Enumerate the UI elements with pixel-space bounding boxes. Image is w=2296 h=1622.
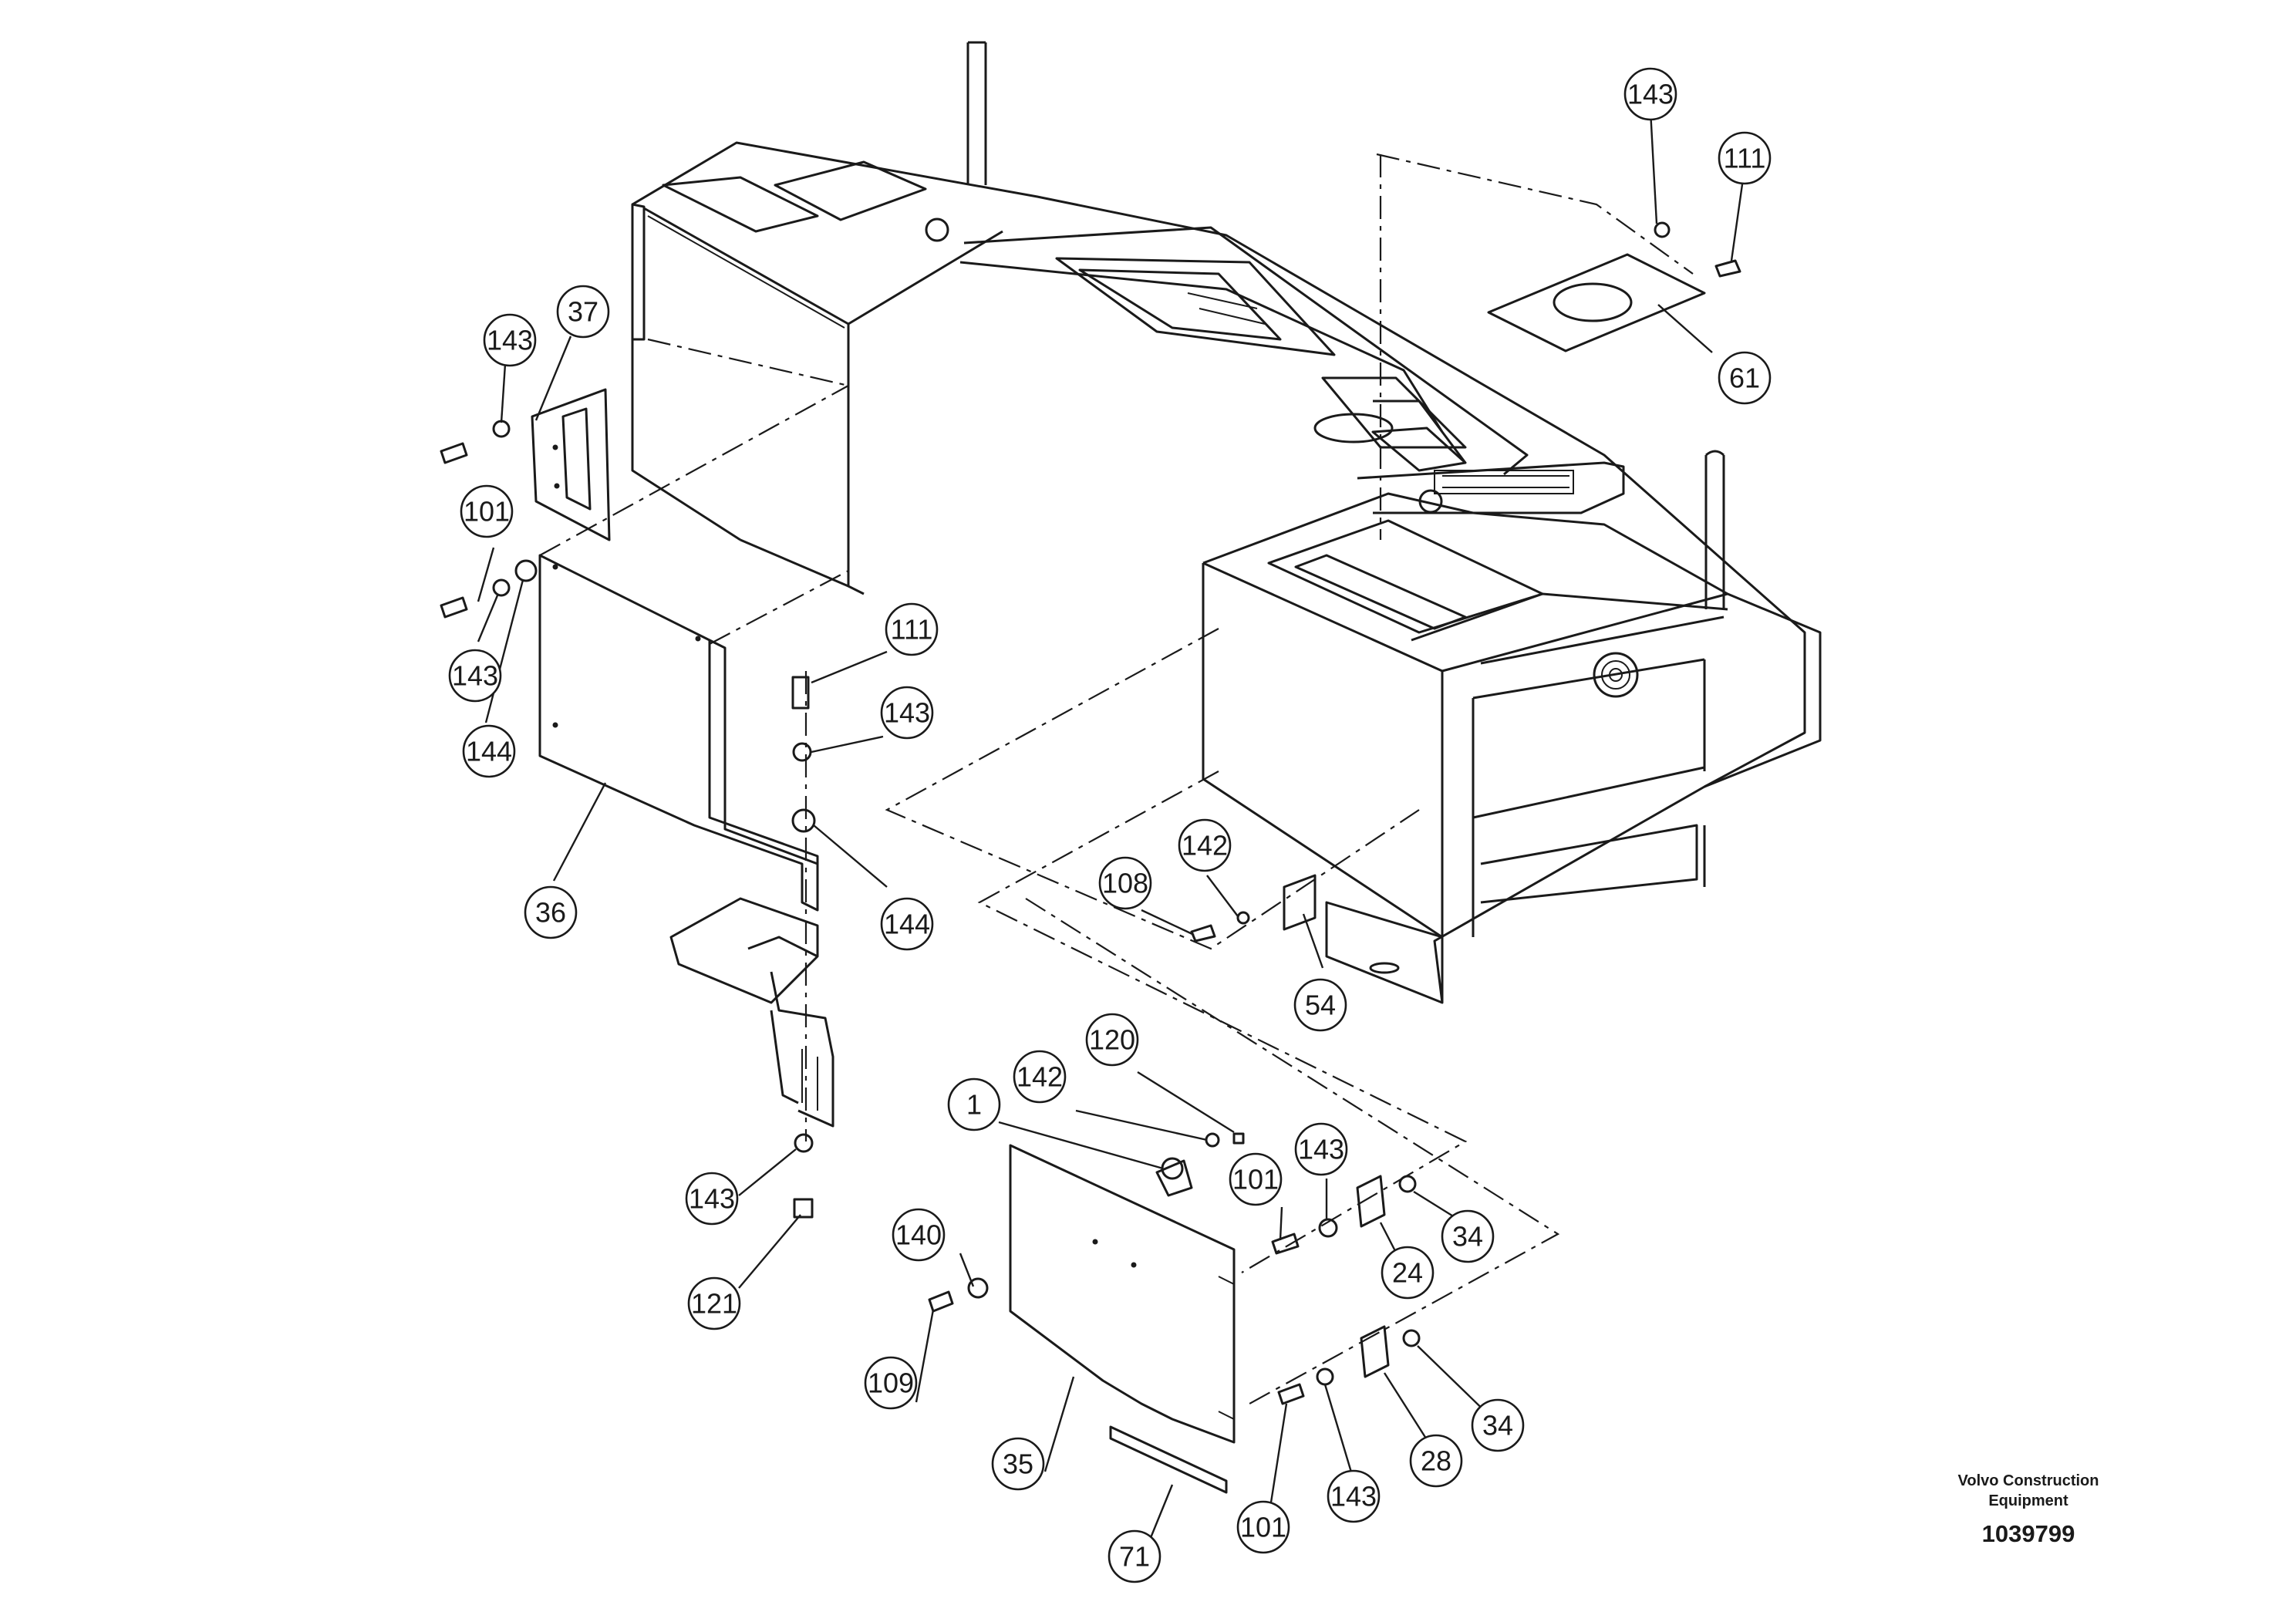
- callout-142: 142: [1178, 818, 1232, 872]
- callout-label: 120: [1089, 1024, 1135, 1056]
- callout-143: 143: [685, 1172, 739, 1226]
- callout-143: 143: [1294, 1122, 1348, 1176]
- callout-label: 101: [464, 496, 510, 528]
- callout-label: 101: [1240, 1512, 1286, 1543]
- callout-label: 143: [689, 1183, 735, 1215]
- callout-label: 37: [568, 296, 598, 328]
- callout-label: 140: [895, 1219, 942, 1251]
- main-frame: [631, 141, 1806, 1003]
- callout-label: 111: [1724, 143, 1766, 174]
- callout-37: 37: [556, 285, 610, 339]
- callout-label: 143: [1330, 1481, 1377, 1512]
- callout-label: 34: [1452, 1221, 1483, 1253]
- callout-label: 143: [452, 660, 498, 692]
- leader-lines: [477, 110, 1745, 1565]
- callout-111: 111: [1718, 131, 1772, 185]
- callout-144: 144: [462, 724, 516, 778]
- callout-label: 101: [1232, 1164, 1279, 1195]
- callout-61: 61: [1718, 351, 1772, 405]
- maker-line-1: Volvo Construction: [1957, 1472, 2099, 1489]
- callout-120: 120: [1085, 1013, 1139, 1067]
- callout-label: 143: [1298, 1134, 1344, 1165]
- callout-label: 144: [884, 909, 930, 940]
- bracket-assembly: [669, 897, 834, 1128]
- callout-label: 1: [966, 1089, 982, 1121]
- callout-label: 142: [1017, 1061, 1063, 1093]
- callout-140: 140: [892, 1208, 946, 1262]
- door-panel: [1009, 1144, 1236, 1444]
- callout-label: 54: [1305, 990, 1336, 1021]
- callout-label: 121: [691, 1288, 737, 1320]
- hinge-upper: [1356, 1175, 1417, 1228]
- callout-71: 71: [1108, 1529, 1161, 1583]
- callout-1: 1: [947, 1077, 1001, 1131]
- callout-101: 101: [1229, 1152, 1283, 1206]
- callout-label: 108: [1102, 868, 1148, 899]
- exhaust-pipe-right: [1704, 450, 1725, 609]
- callout-label: 142: [1182, 830, 1228, 862]
- rubber-strip: [1109, 1425, 1228, 1494]
- right-box-frame: [1202, 492, 1822, 1004]
- callout-36: 36: [524, 885, 578, 939]
- callout-bubbles: 143 111 61 37 143 101 143 144 36 111 143 144 142 108 5…: [448, 67, 1772, 1583]
- callout-143: 143: [880, 686, 934, 740]
- drawing-number: 1039799: [1981, 1520, 2075, 1547]
- callout-label: 71: [1119, 1541, 1150, 1573]
- callout-label: 143: [1627, 79, 1674, 110]
- callout-54: 54: [1293, 978, 1347, 1032]
- hinge-lower: [1360, 1325, 1421, 1378]
- callout-144: 144: [880, 897, 934, 951]
- callout-121: 121: [687, 1276, 741, 1330]
- callout-label: 109: [868, 1367, 914, 1399]
- maker-line-2: Equipment: [1988, 1492, 2068, 1509]
- fasteners: [440, 221, 1741, 1405]
- callout-label: 36: [535, 897, 566, 929]
- callout-label: 28: [1421, 1445, 1451, 1477]
- callout-101: 101: [1236, 1500, 1290, 1554]
- cover-panel: [538, 554, 819, 912]
- callout-109: 109: [864, 1356, 918, 1410]
- credit-block: Volvo Construction Equipment 1039799: [1905, 1471, 2152, 1548]
- assembly-lines: [539, 153, 1694, 1404]
- callout-143: 143: [1327, 1469, 1381, 1523]
- exhaust-pipe-left: [966, 41, 987, 185]
- callout-35: 35: [991, 1437, 1045, 1491]
- callout-34: 34: [1441, 1209, 1495, 1263]
- callout-143: 143: [1623, 67, 1677, 121]
- callout-label: 143: [487, 325, 533, 356]
- callout-label: 24: [1392, 1257, 1423, 1289]
- callout-label: 111: [891, 614, 933, 646]
- callout-142: 142: [1013, 1050, 1067, 1104]
- callout-label: 144: [466, 736, 512, 767]
- callout-108: 108: [1098, 856, 1152, 910]
- callout-28: 28: [1409, 1434, 1463, 1488]
- callout-143: 143: [483, 313, 537, 367]
- lid-plate: [1487, 253, 1706, 352]
- callout-label: 143: [884, 697, 930, 729]
- bracket-small: [1283, 874, 1317, 931]
- callout-111: 111: [885, 602, 939, 656]
- callout-label: 61: [1729, 363, 1760, 394]
- callout-label: 35: [1003, 1448, 1033, 1480]
- plate: [531, 388, 611, 541]
- callout-label: 34: [1482, 1410, 1513, 1442]
- callout-101: 101: [460, 484, 514, 538]
- callout-24: 24: [1381, 1246, 1435, 1300]
- callout-143: 143: [448, 649, 502, 703]
- callout-34: 34: [1471, 1398, 1525, 1452]
